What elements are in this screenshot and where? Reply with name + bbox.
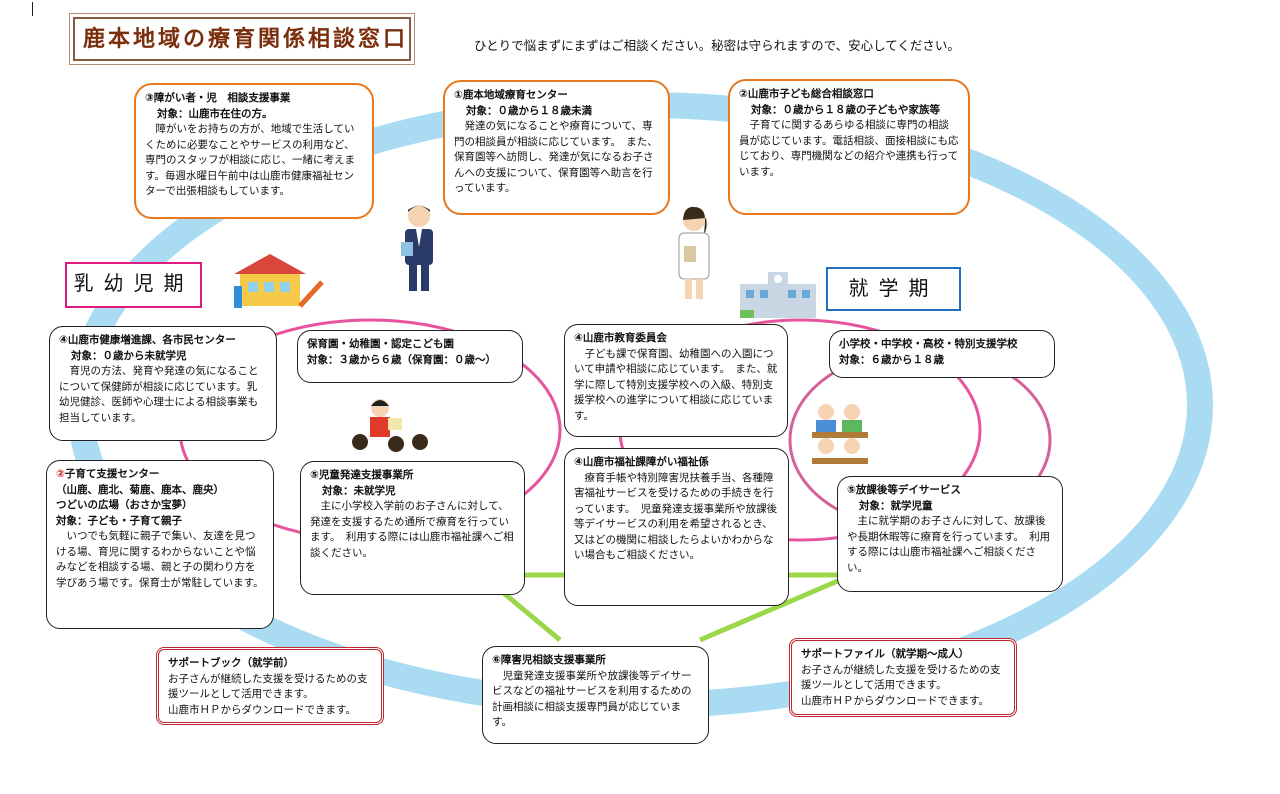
item-number: ④ xyxy=(574,332,583,344)
box-target: 対象：３歳から６歳（保育園：０歳～） xyxy=(307,353,496,366)
box-target: 対象：山鹿市在住の方。 xyxy=(157,107,273,120)
box-title: 障がい者・児 相談支援事業 xyxy=(153,92,291,104)
support-file-box: サポートファイル（就学期～成人） お子さんが継続した支援を受けるための支援ツール… xyxy=(789,638,1017,717)
schools-box: 小学校・中学校・高校・特別支援学校 対象：６歳から１８歳 xyxy=(829,330,1055,378)
after-school-day-service-box: ⑤放課後等デイサービス 対象：就学児童 主に就学期のお子さんに対して、放課後や長… xyxy=(837,476,1063,592)
box-body: いつでも気軽に親子で集い、友達を見つける場、育児に関するわからないことや悩みなど… xyxy=(56,530,264,589)
board-of-education-box: ④山鹿市教育委員会 子ども課で保育園、幼稚園への入園について申請や相談に応じてい… xyxy=(564,324,788,437)
box-target: 対象：子ども・子育て親子 xyxy=(56,514,182,527)
child-general-consultation-box: ②山鹿市子ども総合相談窓口 対象：０歳から１８歳の子どもや家族等 子育てに関する… xyxy=(728,79,970,215)
box-body: 育児の方法、発育や発達の気になることについて保健師が相談に応じています。乳幼児健… xyxy=(59,365,259,424)
box-target: 対象：就学児童 xyxy=(859,499,933,512)
box-title: 児童発達支援事業所 xyxy=(318,469,414,481)
box-body: 子育てに関するあらゆる相談に専門の相談員が応じています。電話相談、面接相談にも応… xyxy=(739,119,959,178)
box-body: 主に就学期のお子さんに対して、放課後や長期休暇等に療育を行っています。 利用する… xyxy=(847,515,1051,574)
box-title: 山鹿市子ども総合相談窓口 xyxy=(747,88,874,100)
item-number: ② xyxy=(56,468,65,480)
box-body: 子ども課で保育園、幼稚園への入園について申請や相談に応じています。 また、就学に… xyxy=(574,347,778,422)
box-target: 対象：０歳から未就学児 xyxy=(71,349,187,362)
box-title: 子育て支援センター xyxy=(64,468,160,480)
box-target: 対象：６歳から１８歳 xyxy=(839,353,944,366)
box-title: 小学校・中学校・高校・特別支援学校 xyxy=(839,338,1018,350)
link-line-2 xyxy=(498,588,562,642)
box-line3: つどいの広場（おさか宝夢） xyxy=(56,499,193,511)
child-development-support-box: ⑤児童発達支援事業所 対象：未就学児 主に小学校入学前のお子さんに対して、発達を… xyxy=(300,461,525,595)
item-number: ④ xyxy=(59,334,68,346)
box-title: サポートファイル（就学期～成人） xyxy=(801,648,969,660)
support-book-box: サポートブック（就学前） お子さんが継続した支援を受けるための支援ツールとして活… xyxy=(156,647,384,725)
ryoiku-center-box: ①鹿本地域療育センター 対象：０歳から１８歳未満 発達の気になることや療育につい… xyxy=(443,80,670,215)
page-title: 鹿本地域の療育関係相談窓口 xyxy=(73,17,411,61)
item-number: ② xyxy=(739,88,748,100)
period-label-infant: 乳幼児期 xyxy=(65,262,202,308)
download-note: 山鹿市ＨＰからダウンロードできます。 xyxy=(801,694,989,707)
item-number: ⑥ xyxy=(492,654,501,666)
box-title: 山鹿市教育委員会 xyxy=(582,332,667,344)
box-title: 保育園・幼稚園・認定こども園 xyxy=(307,338,454,350)
item-number: ④ xyxy=(574,456,583,468)
text-cursor xyxy=(32,2,33,16)
teacher-reading-children-icon xyxy=(352,399,428,452)
intro-text: ひとりで悩まずにまずはご相談ください。秘密は守られますので、安心してください。 xyxy=(474,38,960,53)
box-title: 山鹿市健康増進課、各市民センター xyxy=(67,334,236,346)
box-title: サポートブック（就学前） xyxy=(168,657,294,669)
welfare-division-box: ④山鹿市福祉課障がい福祉係 療育手帳や特別障害児扶養手当、各種障害福祉サービスを… xyxy=(564,448,789,606)
box-body: 児童発達支援事業所や放課後等デイサービスなどの福祉サービスを利用するための計画相… xyxy=(492,669,692,729)
students-studying-icon xyxy=(812,404,868,464)
man-counselor-icon xyxy=(401,205,433,291)
childcare-support-center-box: ②子育て支援センター （山鹿、鹿北、菊鹿、鹿本、鹿央） つどいの広場（おさか宝夢… xyxy=(46,460,274,629)
period-label-school: 就学期 xyxy=(826,267,961,311)
box-target: 対象：０歳から１８歳の子どもや家族等 xyxy=(751,103,940,116)
nursery-kindergarten-box: 保育園・幼稚園・認定こども園 対象：３歳から６歳（保育園：０歳～） xyxy=(297,330,523,383)
box-title: 鹿本地域療育センター xyxy=(462,89,568,101)
disabled-child-consultation-box: ⑥障害児相談支援事業所 児童発達支援事業所や放課後等デイサービスなどの福祉サービ… xyxy=(482,646,709,744)
doctor-icon xyxy=(678,206,710,299)
box-target: 対象：未就学児 xyxy=(322,484,396,497)
box-title: 放課後等デイサービス xyxy=(855,484,961,496)
link-line-3 xyxy=(699,577,841,643)
disability-consultation-box: ③障がい者・児 相談支援事業 対象：山鹿市在住の方。 障がいをお持ちの方が、地域… xyxy=(134,83,374,219)
box-body: 療育手帳や特別障害児扶養手当、各種障害福祉サービスを受けるための手続きを行ってい… xyxy=(574,471,778,562)
box-title: 障害児相談支援事業所 xyxy=(500,654,606,666)
box-body: 主に小学校入学前のお子さんに対して、発達を支援するため通所で療育を行っています。… xyxy=(310,500,514,559)
box-body: お子さんが継続した支援を受けるための支援ツールとして活用できます。 xyxy=(801,663,1001,692)
box-body: お子さんが継続した支援を受けるための支援ツールとして活用できます。 xyxy=(168,672,368,701)
item-number: ⑤ xyxy=(310,469,319,481)
box-line2: （山鹿、鹿北、菊鹿、鹿本、鹿央） xyxy=(56,483,224,496)
item-number: ① xyxy=(454,89,463,101)
download-note: 山鹿市ＨＰからダウンロードできます。 xyxy=(168,703,356,716)
box-body: 障がいをお持ちの方が、地域で生活していくために必要なことやサービスの利用など、専… xyxy=(145,123,355,197)
box-title: 山鹿市福祉課障がい福祉係 xyxy=(582,456,709,468)
box-target: 対象：０歳から１８歳未満 xyxy=(466,104,592,117)
box-body: 発達の気になることや療育について、専門の相談員が相談に応じています。 また、保育… xyxy=(454,120,658,194)
health-promotion-box: ④山鹿市健康増進課、各市民センター 対象：０歳から未就学児 育児の方法、発育や発… xyxy=(49,326,277,441)
nursery-school-icon xyxy=(234,254,324,308)
school-building-icon xyxy=(740,272,816,318)
item-number: ⑤ xyxy=(847,484,856,496)
item-number: ③ xyxy=(145,92,154,104)
